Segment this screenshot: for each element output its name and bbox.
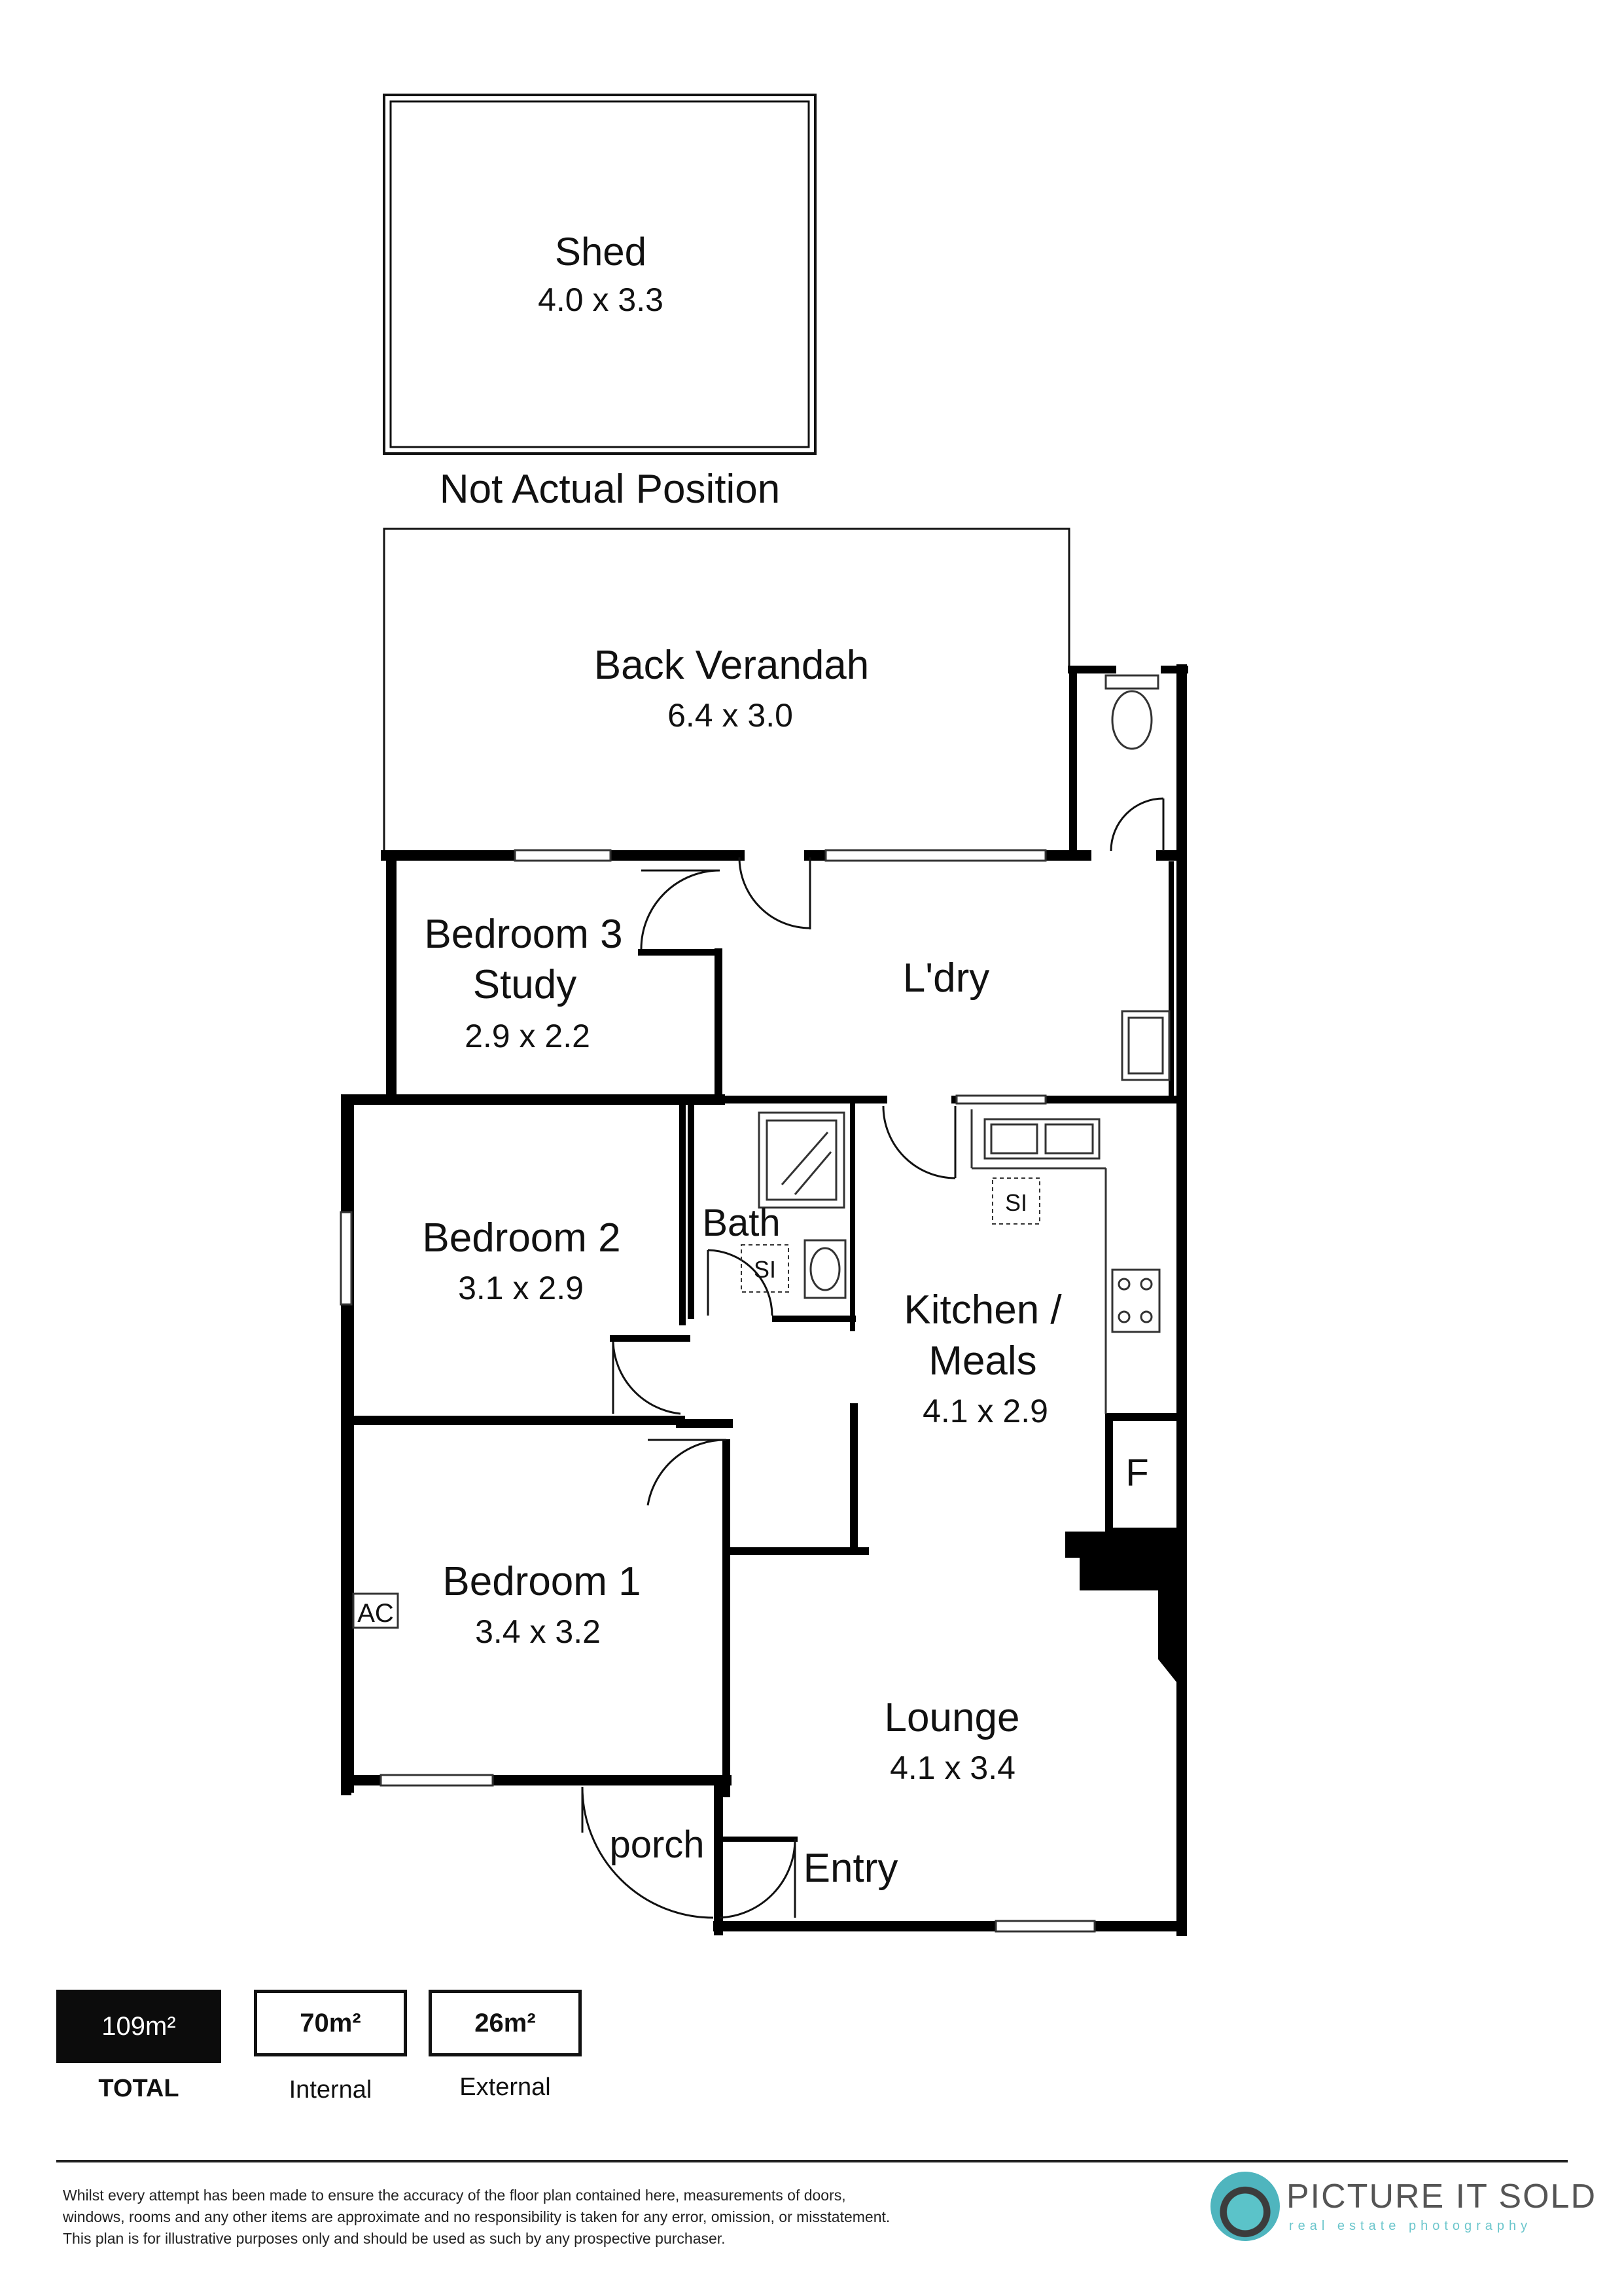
disclaimer-line-2: windows, rooms and any other items are a…	[63, 2208, 891, 2225]
kitchen-name-line2: Meals	[928, 1338, 1036, 1384]
footer-divider	[56, 2160, 1568, 2162]
brand-logo-icon	[1210, 2172, 1280, 2241]
shed-note: Not Actual Position	[440, 467, 780, 512]
basin-icon	[803, 1239, 847, 1299]
internal-area-badge: 70m²	[254, 1990, 407, 2056]
entry-name: Entry	[803, 1846, 898, 1891]
bedroom1-size: 3.4 x 3.2	[475, 1613, 601, 1650]
total-area-label: TOTAL	[98, 2075, 179, 2102]
ac-unit-icon	[352, 1592, 399, 1629]
double-sink-icon	[983, 1118, 1101, 1160]
kitchen-size: 4.1 x 2.9	[923, 1393, 1048, 1429]
kitchen-appliance-label: SI	[1005, 1189, 1027, 1216]
ac-label: AC	[357, 1599, 394, 1628]
bedroom2-size: 3.1 x 2.9	[458, 1270, 584, 1306]
bedroom3-size: 2.9 x 2.2	[465, 1018, 590, 1054]
brand-name: PICTURE IT SOLD	[1286, 2178, 1597, 2215]
lounge-size: 4.1 x 3.4	[890, 1749, 1015, 1786]
total-area-value: 109m²	[101, 2011, 176, 2041]
internal-area-label: Internal	[289, 2076, 372, 2104]
laundry-name: L'dry	[903, 956, 989, 1001]
shed-size: 4.0 x 3.3	[538, 281, 663, 318]
shower-icon	[758, 1111, 845, 1209]
bedroom3-name-line2: Study	[473, 962, 577, 1007]
shed-name: Shed	[555, 230, 646, 274]
windows	[340, 849, 1096, 1933]
bedroom2-name: Bedroom 2	[422, 1215, 620, 1261]
laundry-tub-icon	[1121, 1010, 1171, 1081]
fridge-label: F	[1125, 1452, 1148, 1494]
total-area-badge: 109m²	[56, 1990, 221, 2063]
porch-name: porch	[609, 1823, 704, 1866]
external-area-label: External	[459, 2073, 551, 2101]
shed	[383, 94, 817, 455]
brand-tagline: real estate photography	[1289, 2219, 1532, 2233]
bath-appliance-label: SI	[754, 1256, 776, 1283]
bath-name: Bath	[702, 1202, 780, 1244]
doors	[581, 797, 1165, 1919]
bedroom1-name: Bedroom 1	[442, 1559, 641, 1604]
bedroom3-name-line1: Bedroom 3	[424, 912, 622, 957]
disclaimer: Whilst every attempt has been made to en…	[63, 2185, 1110, 2250]
disclaimer-line-1: Whilst every attempt has been made to en…	[63, 2187, 846, 2204]
fireplace-icon	[1065, 1532, 1182, 1689]
toilet-icon	[1104, 674, 1159, 690]
lounge-name: Lounge	[885, 1695, 1020, 1740]
verandah-size: 6.4 x 3.0	[667, 697, 793, 734]
cooktop-icon	[1111, 1268, 1161, 1333]
external-area-badge: 26m²	[429, 1990, 582, 2056]
external-area-value: 26m²	[474, 2008, 536, 2037]
internal-area-value: 70m²	[300, 2008, 361, 2037]
verandah-outline	[383, 528, 1070, 851]
fixtures	[758, 674, 1171, 1414]
disclaimer-line-3: This plan is for illustrative purposes o…	[63, 2230, 726, 2247]
kitchen-name-line1: Kitchen /	[904, 1287, 1062, 1333]
bath-appliance-box	[741, 1244, 789, 1293]
verandah-name: Back Verandah	[594, 643, 870, 688]
kitchen-appliance-box	[992, 1177, 1040, 1225]
